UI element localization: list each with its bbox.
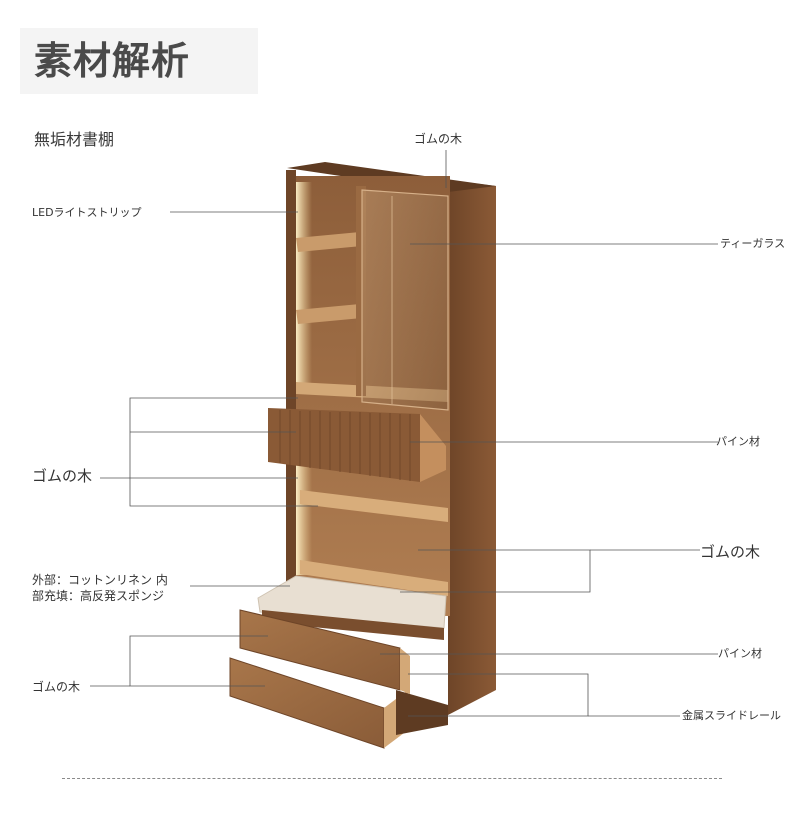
upper-drawer-front [268, 408, 420, 482]
middle-shelf-1 [300, 490, 448, 522]
label-wood-left-mid: ゴムの木 [32, 467, 93, 485]
label-led-strip: LEDライトストリップ [32, 206, 142, 219]
upper-drawer-fluting [279, 410, 411, 481]
lower-drawer-1-side [400, 648, 410, 694]
cabinet-left-frame [286, 170, 296, 622]
label-cushion-line-2: 部充填：高反発スポンジ [32, 589, 165, 603]
upper-shelf-1 [296, 232, 362, 252]
leader-lines [90, 150, 718, 717]
glass-door [361, 189, 449, 411]
cabinet-base [396, 690, 448, 735]
label-metal-slide-rail: 金属スライドレール [682, 709, 781, 722]
label-top-wood: ゴムの木 [414, 132, 463, 146]
seat-base [262, 610, 444, 640]
product-subtitle: 無垢材書棚 [34, 130, 115, 149]
cabinet-side-panel [448, 180, 496, 715]
label-tea-glass: ティーガラス [720, 237, 786, 250]
upper-divider [356, 186, 366, 396]
label-pine-lower: パイン材 [718, 647, 762, 660]
led-strip-upper [296, 182, 312, 392]
middle-shelf-2 [300, 560, 448, 596]
label-wood-left-bottom: ゴムの木 [32, 680, 81, 694]
upper-drawer-side [420, 414, 446, 482]
dashed-divider [62, 778, 722, 779]
title-panel [20, 28, 258, 94]
label-wood-right-mid: ゴムの木 [700, 543, 761, 561]
label-pine-upper: パイン材 [716, 435, 760, 448]
led-strip-lower [296, 455, 312, 575]
page-title: 素材解析 [34, 39, 191, 83]
label-cushion-line-1: 外部：コットンリネン 内 [32, 573, 168, 587]
upper-shelf-2 [296, 304, 362, 324]
